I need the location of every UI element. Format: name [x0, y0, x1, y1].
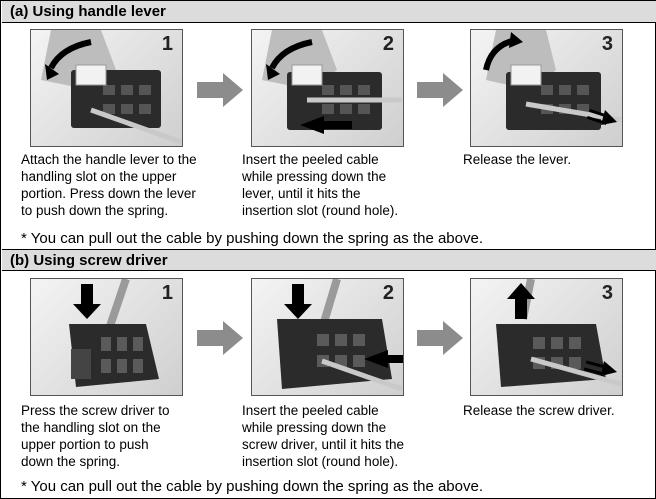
- caption-line: upper portion to push: [21, 437, 149, 452]
- caption-line: screw driver, until it hits the: [242, 437, 405, 452]
- photo-a-step-2: 2: [251, 29, 404, 147]
- note-b: * You can pull out the cable by pushing …: [21, 478, 484, 495]
- photo-b-step-1: 1: [30, 278, 183, 396]
- right-arrow-icon: [197, 73, 243, 107]
- caption-line: insertion slot (round hole).: [242, 454, 399, 469]
- caption-line: Attach the handle lever to the: [21, 152, 197, 167]
- caption-line: insertion slot (round hole).: [242, 203, 399, 218]
- caption-line: down the spring.: [21, 454, 121, 469]
- caption-line: lever, until it hits the: [242, 186, 361, 201]
- caption-line: to push down the spring.: [21, 203, 169, 218]
- photo-b-step-3: 3: [470, 278, 623, 396]
- caption-line: Release the screw driver.: [463, 403, 615, 418]
- caption-line: the handling slot on the: [21, 420, 161, 435]
- caption-line: handling slot on the upper: [21, 169, 177, 184]
- step-number: 2: [382, 33, 394, 55]
- section-b-title: (b) Using screw driver: [2, 249, 656, 271]
- photo-a-step-1: 1: [30, 29, 183, 147]
- step-number: 3: [601, 33, 613, 55]
- caption-line: while pressing down the: [242, 169, 387, 184]
- caption-b-step-1: Press the screw driver to the handling s…: [21, 402, 221, 470]
- caption-line: Insert the peeled cable: [242, 152, 379, 167]
- step-number: 3: [601, 282, 613, 304]
- caption-a-step-1: Attach the handle lever to the handling …: [21, 151, 221, 219]
- photo-a-step-3: 3: [470, 29, 623, 147]
- caption-line: portion. Press down the lever: [21, 186, 196, 201]
- caption-line: Insert the peeled cable: [242, 403, 379, 418]
- step-number: 1: [161, 33, 173, 55]
- section-a-title: (a) Using handle lever: [2, 1, 656, 23]
- caption-b-step-3: Release the screw driver.: [463, 402, 648, 419]
- step-number: 2: [382, 282, 394, 304]
- right-arrow-icon: [197, 321, 243, 355]
- caption-b-step-2: Insert the peeled cable while pressing d…: [242, 402, 442, 470]
- caption-a-step-3: Release the lever.: [463, 151, 643, 168]
- step-number: 1: [161, 282, 173, 304]
- right-arrow-icon: [417, 321, 463, 355]
- photo-b-step-2: 2: [251, 278, 404, 396]
- caption-line: Release the lever.: [463, 152, 572, 167]
- note-a: * You can pull out the cable by pushing …: [21, 230, 484, 247]
- caption-line: while pressing down the: [242, 420, 387, 435]
- right-arrow-icon: [417, 73, 463, 107]
- caption-a-step-2: Insert the peeled cable while pressing d…: [242, 151, 427, 219]
- caption-line: Press the screw driver to: [21, 403, 170, 418]
